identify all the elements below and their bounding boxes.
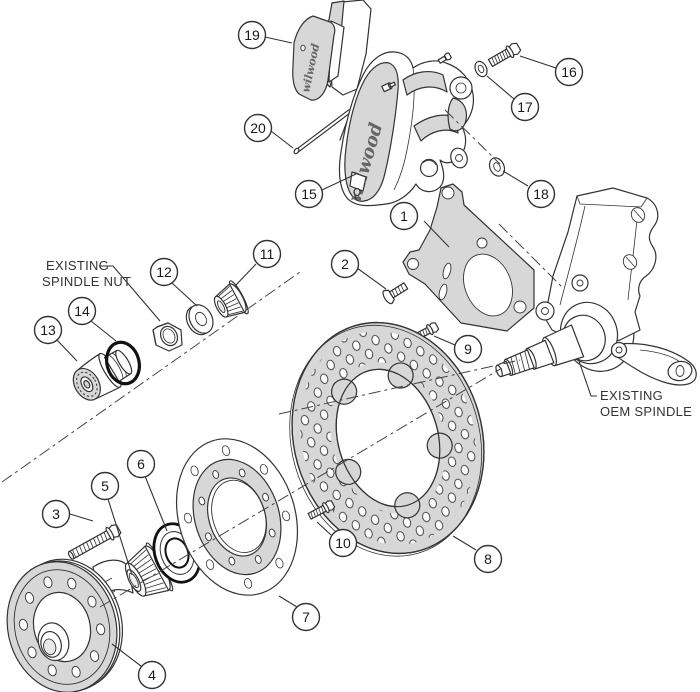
countersunk-bolt-2 — [382, 282, 409, 305]
hex-bolt-16 — [487, 42, 522, 68]
callout-17: 17 — [510, 92, 540, 122]
svg-text:1: 1 — [400, 208, 408, 224]
callout-16: 16 — [554, 57, 584, 87]
spindle-nut-label-line2: SPINDLE NUT — [42, 274, 131, 289]
callout-13: 13 — [33, 315, 63, 345]
o-ring-14 — [105, 340, 141, 386]
svg-text:9: 9 — [464, 341, 472, 357]
svg-text:19: 19 — [244, 27, 260, 43]
callout-5: 5 — [90, 471, 120, 501]
svg-text:5: 5 — [101, 478, 109, 494]
caliper-fitting-bolt — [437, 52, 452, 64]
spindle-washer-12 — [185, 304, 214, 336]
svg-text:2: 2 — [341, 256, 349, 272]
svg-text:17: 17 — [517, 99, 533, 115]
brake-pad-front — [292, 15, 336, 101]
dust-cap-13 — [72, 349, 133, 401]
steering-knuckle — [495, 187, 697, 386]
svg-text:20: 20 — [250, 120, 266, 136]
svg-text:3: 3 — [52, 506, 60, 522]
callout-3: 3 — [41, 499, 71, 529]
svg-text:15: 15 — [301, 186, 317, 202]
svg-text:8: 8 — [484, 551, 492, 567]
svg-text:16: 16 — [561, 64, 577, 80]
assembly-centerlines — [1, 109, 563, 608]
spindle-nut-label-line1: EXISTING — [46, 258, 109, 273]
outer-bearing-11 — [213, 280, 249, 318]
callout-12: 12 — [149, 257, 179, 287]
callout-8: 8 — [473, 544, 503, 574]
svg-text:13: 13 — [40, 322, 56, 338]
rotor-adapter-7 — [175, 438, 299, 596]
washer-18 — [488, 157, 506, 177]
svg-text:6: 6 — [137, 456, 145, 472]
caliper-ear-hole — [419, 158, 439, 178]
spindle-nut — [152, 322, 183, 352]
oem-spindle-label-line2: OEM SPINDLE — [600, 404, 692, 419]
svg-text:10: 10 — [335, 535, 351, 551]
bracket-center-opening — [463, 253, 513, 317]
callout-15: 15 — [294, 179, 324, 209]
label-existing-oem-spindle: EXISTING OEM SPINDLE — [600, 388, 692, 419]
callout-18: 18 — [526, 179, 556, 209]
svg-text:7: 7 — [302, 609, 310, 625]
callout-14: 14 — [67, 296, 97, 326]
callout-leaders — [56, 36, 597, 667]
callout-2: 2 — [330, 249, 360, 279]
callout-9: 9 — [453, 334, 483, 364]
svg-text:14: 14 — [74, 303, 90, 319]
caliper-crossover-boss — [449, 76, 473, 100]
svg-text:4: 4 — [148, 667, 156, 683]
callout-20: 20 — [243, 113, 273, 143]
bleed-screw — [381, 81, 397, 93]
wheel-stud-3 — [67, 524, 122, 560]
callout-6: 6 — [126, 449, 156, 479]
callout-7: 7 — [291, 602, 321, 632]
brake-caliper: wilwood — [338, 51, 475, 207]
label-existing-spindle-nut: EXISTING SPINDLE NUT — [42, 258, 131, 289]
svg-text:12: 12 — [156, 264, 172, 280]
callout-11: 11 — [252, 239, 282, 269]
oem-spindle-label-line1: EXISTING — [600, 388, 663, 403]
hub-4 — [6, 558, 124, 692]
brake-pads: wilwood — [292, 0, 412, 101]
washer-17 — [474, 60, 488, 78]
callout-4: 4 — [137, 660, 167, 690]
callout-10: 10 — [328, 528, 358, 558]
caliper-bracket — [402, 183, 535, 332]
callout-19: 19 — [237, 20, 267, 50]
hex-bolt-10 — [307, 500, 336, 520]
callout-1: 1 — [389, 201, 419, 231]
brake-rotor-8 — [289, 321, 485, 557]
svg-text:18: 18 — [533, 186, 549, 202]
spindle-shaft — [495, 324, 585, 378]
svg-text:11: 11 — [260, 246, 275, 262]
